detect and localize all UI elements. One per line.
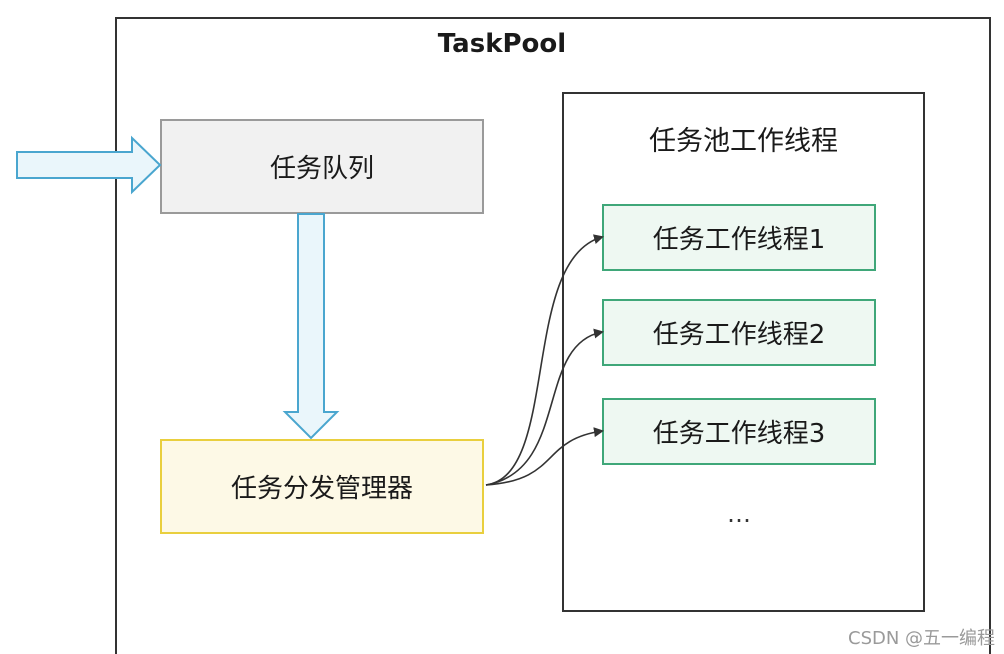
csdn-watermark: CSDN @五一编程 [848,628,996,649]
worker-pool-title: 任务池工作线程 [649,126,838,157]
taskpool-frame [115,17,991,654]
worker-thread-3-box: 任务工作线程3 [602,398,876,465]
worker-thread-1-box: 任务工作线程1 [602,204,876,271]
worker-thread-2-label: 任务工作线程2 [652,320,826,350]
more-workers-ellipsis: … [727,500,751,528]
task-queue-box: 任务队列 [160,119,484,214]
task-queue-label: 任务队列 [269,154,374,184]
task-dispatcher-label: 任务分发管理器 [230,474,413,504]
worker-thread-2-box: 任务工作线程2 [602,299,876,366]
task-dispatcher-box: 任务分发管理器 [160,439,484,534]
worker-thread-3-label: 任务工作线程3 [652,419,826,449]
taskpool-title: TaskPool [437,29,567,59]
worker-thread-1-label: 任务工作线程1 [652,225,826,255]
